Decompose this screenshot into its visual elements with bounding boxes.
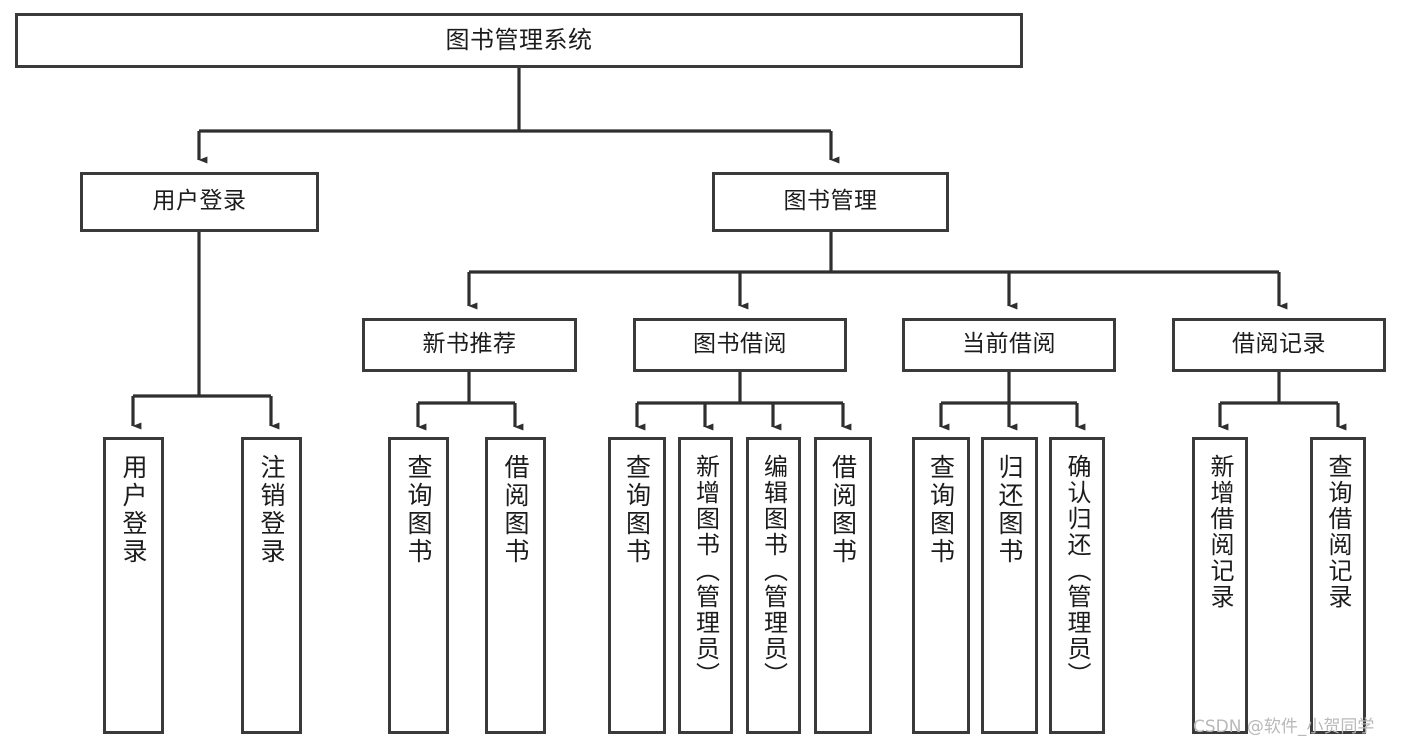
node-book-management[interactable]: 图书管理: [712, 172, 949, 232]
node-user-login[interactable]: 用户登录: [80, 172, 319, 232]
leaf-borrow-borrow-book[interactable]: 借阅图书: [814, 437, 872, 734]
node-borrow-record[interactable]: 借阅记录: [1172, 318, 1386, 372]
leaf-user-logout[interactable]: 注销登录: [241, 437, 302, 734]
node-label: 图书借阅: [693, 331, 787, 358]
leaf-current-confirm-return-admin[interactable]: 确认归还（管理员）: [1049, 437, 1105, 734]
node-label: 确认归还（管理员）: [1063, 454, 1091, 688]
node-label: 查询图书: [622, 454, 652, 566]
node-label: 图书管理: [783, 188, 878, 215]
node-label: 用户登录: [152, 188, 247, 215]
leaf-recommend-borrow-book[interactable]: 借阅图书: [485, 437, 546, 734]
node-label: 借阅图书: [828, 454, 858, 566]
node-label: 当前借阅: [962, 331, 1056, 358]
leaf-borrow-add-book-admin[interactable]: 新增图书（管理员）: [678, 437, 733, 734]
node-new-book-recommend[interactable]: 新书推荐: [362, 318, 577, 372]
leaf-recommend-query-book[interactable]: 查询图书: [388, 437, 449, 734]
leaf-borrow-edit-book-admin[interactable]: 编辑图书（管理员）: [746, 437, 801, 734]
node-label: 用户登录: [119, 454, 148, 566]
node-label: 新增图书（管理员）: [691, 454, 720, 688]
node-label: 新增借阅记录: [1206, 454, 1234, 610]
node-current-borrow[interactable]: 当前借阅: [902, 318, 1116, 372]
node-label: 注销登录: [257, 454, 286, 566]
node-label: 查询图书: [404, 454, 433, 566]
node-label: 归还图书: [995, 454, 1024, 566]
leaf-current-return-book[interactable]: 归还图书: [981, 437, 1038, 734]
node-label: 借阅图书: [501, 454, 530, 566]
node-root-system[interactable]: 图书管理系统: [15, 13, 1023, 68]
node-book-borrow[interactable]: 图书借阅: [633, 318, 847, 372]
node-label: 借阅记录: [1232, 331, 1326, 358]
leaf-current-query-book[interactable]: 查询图书: [912, 437, 970, 734]
node-label: 编辑图书（管理员）: [759, 454, 788, 688]
leaf-user-login[interactable]: 用户登录: [103, 437, 164, 734]
leaf-record-add[interactable]: 新增借阅记录: [1192, 437, 1248, 734]
node-label: 图书管理系统: [445, 26, 593, 55]
node-label: 查询借阅记录: [1324, 454, 1352, 610]
leaf-record-query[interactable]: 查询借阅记录: [1310, 437, 1366, 734]
node-label: 查询图书: [926, 454, 956, 566]
node-label: 新书推荐: [422, 331, 517, 358]
leaf-borrow-query-book[interactable]: 查询图书: [608, 437, 666, 734]
